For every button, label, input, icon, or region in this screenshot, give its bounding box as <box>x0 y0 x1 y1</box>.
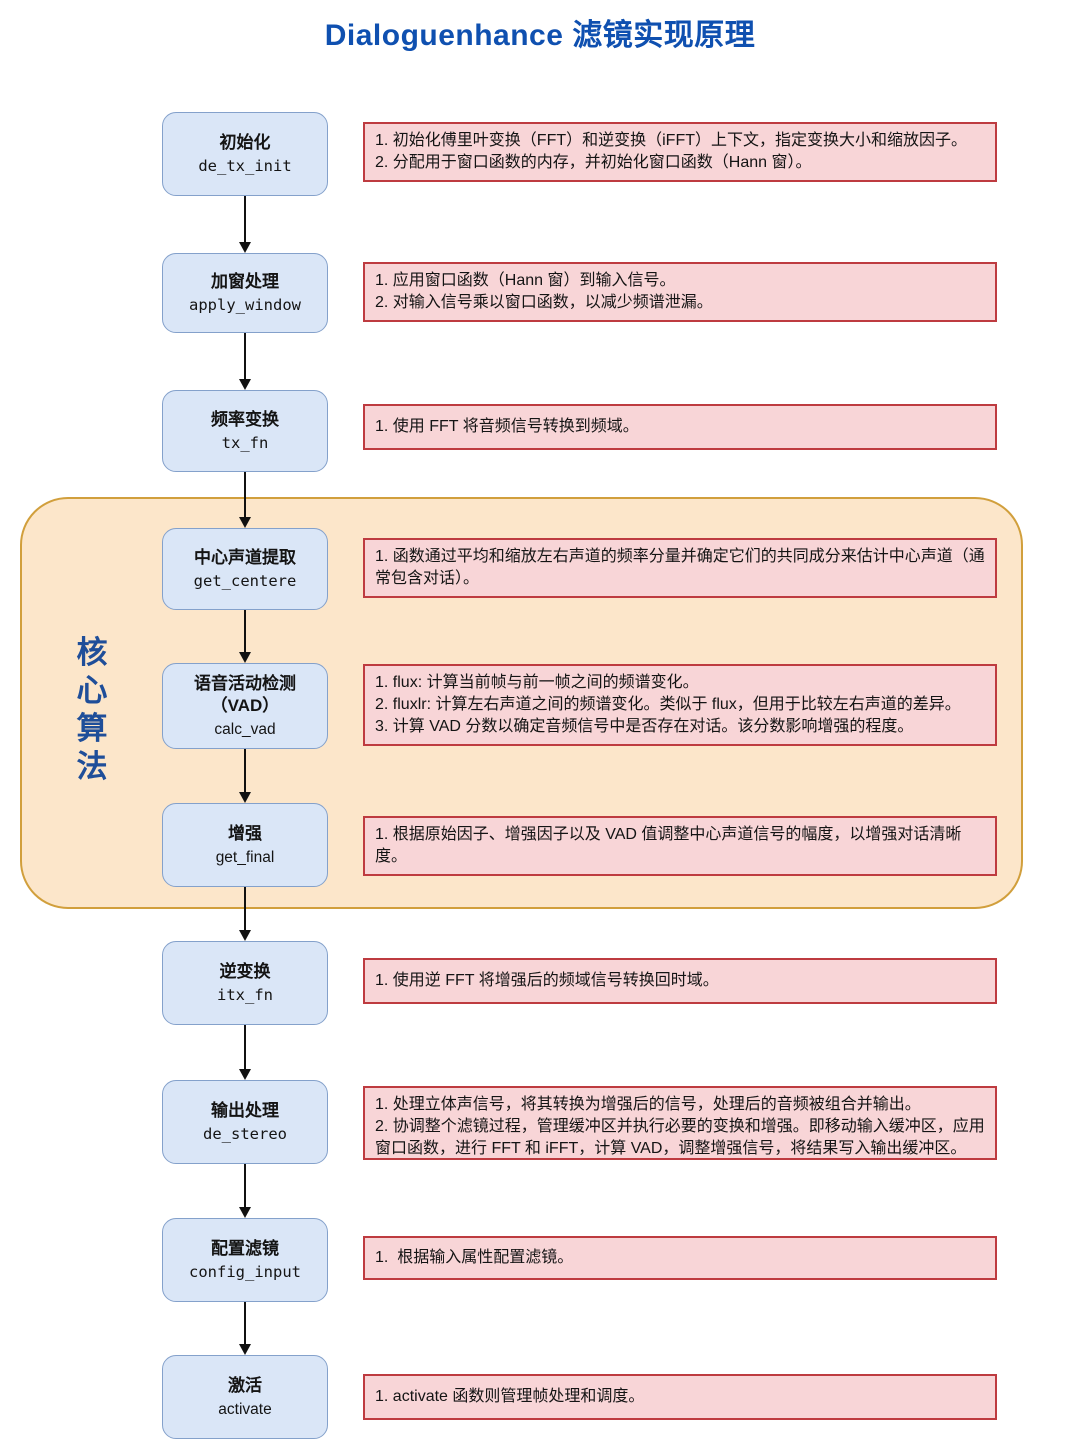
flow-arrow <box>238 887 252 941</box>
node-function-name: itx_fn <box>217 985 273 1004</box>
node-function-name: activate <box>218 1400 272 1418</box>
flow-arrow <box>238 1302 252 1355</box>
node-title: 语音活动检测 <box>194 673 296 693</box>
flow-node-calc_vad: 语音活动检测 （VAD） calc_vad <box>162 663 328 749</box>
desc-box-tx_fn: 1. 使用 FFT 将音频信号转换到频域。 <box>363 404 997 450</box>
arrowhead-down-icon <box>239 517 251 528</box>
flow-node-get_final: 增强 get_final <box>162 803 328 887</box>
desc-text: 1. 使用逆 FFT 将增强后的频域信号转换回时域。 <box>375 972 719 989</box>
desc-text: 1. 根据输入属性配置滤镜。 <box>375 1249 574 1266</box>
node-function-name: calc_vad <box>214 720 276 738</box>
arrowhead-down-icon <box>239 379 251 390</box>
flow-node-config_input: 配置滤镜 config_input <box>162 1218 328 1302</box>
flow-arrow <box>238 196 252 253</box>
desc-box-itx_fn: 1. 使用逆 FFT 将增强后的频域信号转换回时域。 <box>363 958 997 1004</box>
node-title-line2: （VAD） <box>210 695 280 715</box>
node-title: 逆变换 <box>219 961 271 981</box>
flow-arrow <box>238 1164 252 1218</box>
desc-text: 1. 使用 FFT 将音频信号转换到频域。 <box>375 418 639 435</box>
desc-box-get_centere: 1. 函数通过平均和缩放左右声道的频率分量并确定它们的共同成分来估计中心声道（通… <box>363 538 997 598</box>
desc-box-calc_vad: 1. flux: 计算当前帧与前一帧之间的频谱变化。 2. fluxlr: 计算… <box>363 664 997 746</box>
node-title: 中心声道提取 <box>194 547 296 567</box>
flow-arrow <box>238 749 252 803</box>
desc-text: 1. 应用窗口函数（Hann 窗）到输入信号。 2. 对输入信号乘以窗口函数，以… <box>375 272 713 311</box>
desc-text: 1. 根据原始因子、增强因子以及 VAD 值调整中心声道信号的幅度，以增强对话清… <box>375 826 962 865</box>
desc-text: 1. 初始化傅里叶变换（FFT）和逆变换（iFFT）上下文，指定变换大小和缩放因… <box>375 132 967 171</box>
desc-text: 1. activate 函数则管理帧处理和调度。 <box>375 1388 645 1405</box>
node-title: 配置滤镜 <box>211 1238 279 1258</box>
node-function-name: tx_fn <box>221 433 269 452</box>
desc-text: 1. flux: 计算当前帧与前一帧之间的频谱变化。 2. fluxlr: 计算… <box>375 674 961 735</box>
flow-node-tx_fn: 频率变换 tx_fn <box>162 390 328 472</box>
flow-arrow <box>238 472 252 528</box>
arrowhead-down-icon <box>239 792 251 803</box>
node-title: 初始化 <box>219 132 271 152</box>
flow-node-get_centere: 中心声道提取 get_centere <box>162 528 328 610</box>
desc-box-de_stereo: 1. 处理立体声信号，将其转换为增强后的信号，处理后的音频被组合并输出。 2. … <box>363 1086 997 1160</box>
flow-node-de_stereo: 输出处理 de_stereo <box>162 1080 328 1164</box>
arrowhead-down-icon <box>239 930 251 941</box>
desc-text: 1. 函数通过平均和缩放左右声道的频率分量并确定它们的共同成分来估计中心声道（通… <box>375 548 985 587</box>
node-title: 激活 <box>228 1375 262 1395</box>
flow-node-activate: 激活 activate <box>162 1355 328 1439</box>
node-title: 频率变换 <box>211 409 279 429</box>
desc-text: 1. 处理立体声信号，将其转换为增强后的信号，处理后的音频被组合并输出。 2. … <box>375 1096 985 1157</box>
node-title: 加窗处理 <box>211 271 279 291</box>
node-title: 输出处理 <box>211 1100 279 1120</box>
arrowhead-down-icon <box>239 1207 251 1218</box>
flow-node-itx_fn: 逆变换 itx_fn <box>162 941 328 1025</box>
arrowhead-down-icon <box>239 652 251 663</box>
arrowhead-down-icon <box>239 1344 251 1355</box>
node-function-name: de_tx_init <box>198 156 292 175</box>
flow-node-de_tx_init: 初始化 de_tx_init <box>162 112 328 196</box>
node-function-name: apply_window <box>189 295 301 314</box>
flow-arrow <box>238 1025 252 1080</box>
flow-arrow <box>238 333 252 390</box>
desc-box-activate: 1. activate 函数则管理帧处理和调度。 <box>363 1374 997 1420</box>
node-title: 增强 <box>228 823 262 843</box>
arrowhead-down-icon <box>239 242 251 253</box>
node-function-name: config_input <box>189 1262 301 1281</box>
flow-node-apply_window: 加窗处理 apply_window <box>162 253 328 333</box>
node-function-name: get_centere <box>193 571 297 590</box>
core-algorithm-label: 核心算法 <box>76 635 108 784</box>
arrowhead-down-icon <box>239 1069 251 1080</box>
desc-box-get_final: 1. 根据原始因子、增强因子以及 VAD 值调整中心声道信号的幅度，以增强对话清… <box>363 816 997 876</box>
node-function-name: get_final <box>215 848 275 866</box>
flow-arrow <box>238 610 252 663</box>
desc-box-config_input: 1. 根据输入属性配置滤镜。 <box>363 1236 997 1280</box>
desc-box-de_tx_init: 1. 初始化傅里叶变换（FFT）和逆变换（iFFT）上下文，指定变换大小和缩放因… <box>363 122 997 182</box>
desc-box-apply_window: 1. 应用窗口函数（Hann 窗）到输入信号。 2. 对输入信号乘以窗口函数，以… <box>363 262 997 322</box>
page-title: Dialoguenhance 滤镜实现原理 <box>324 19 756 52</box>
node-function-name: de_stereo <box>203 1124 287 1143</box>
